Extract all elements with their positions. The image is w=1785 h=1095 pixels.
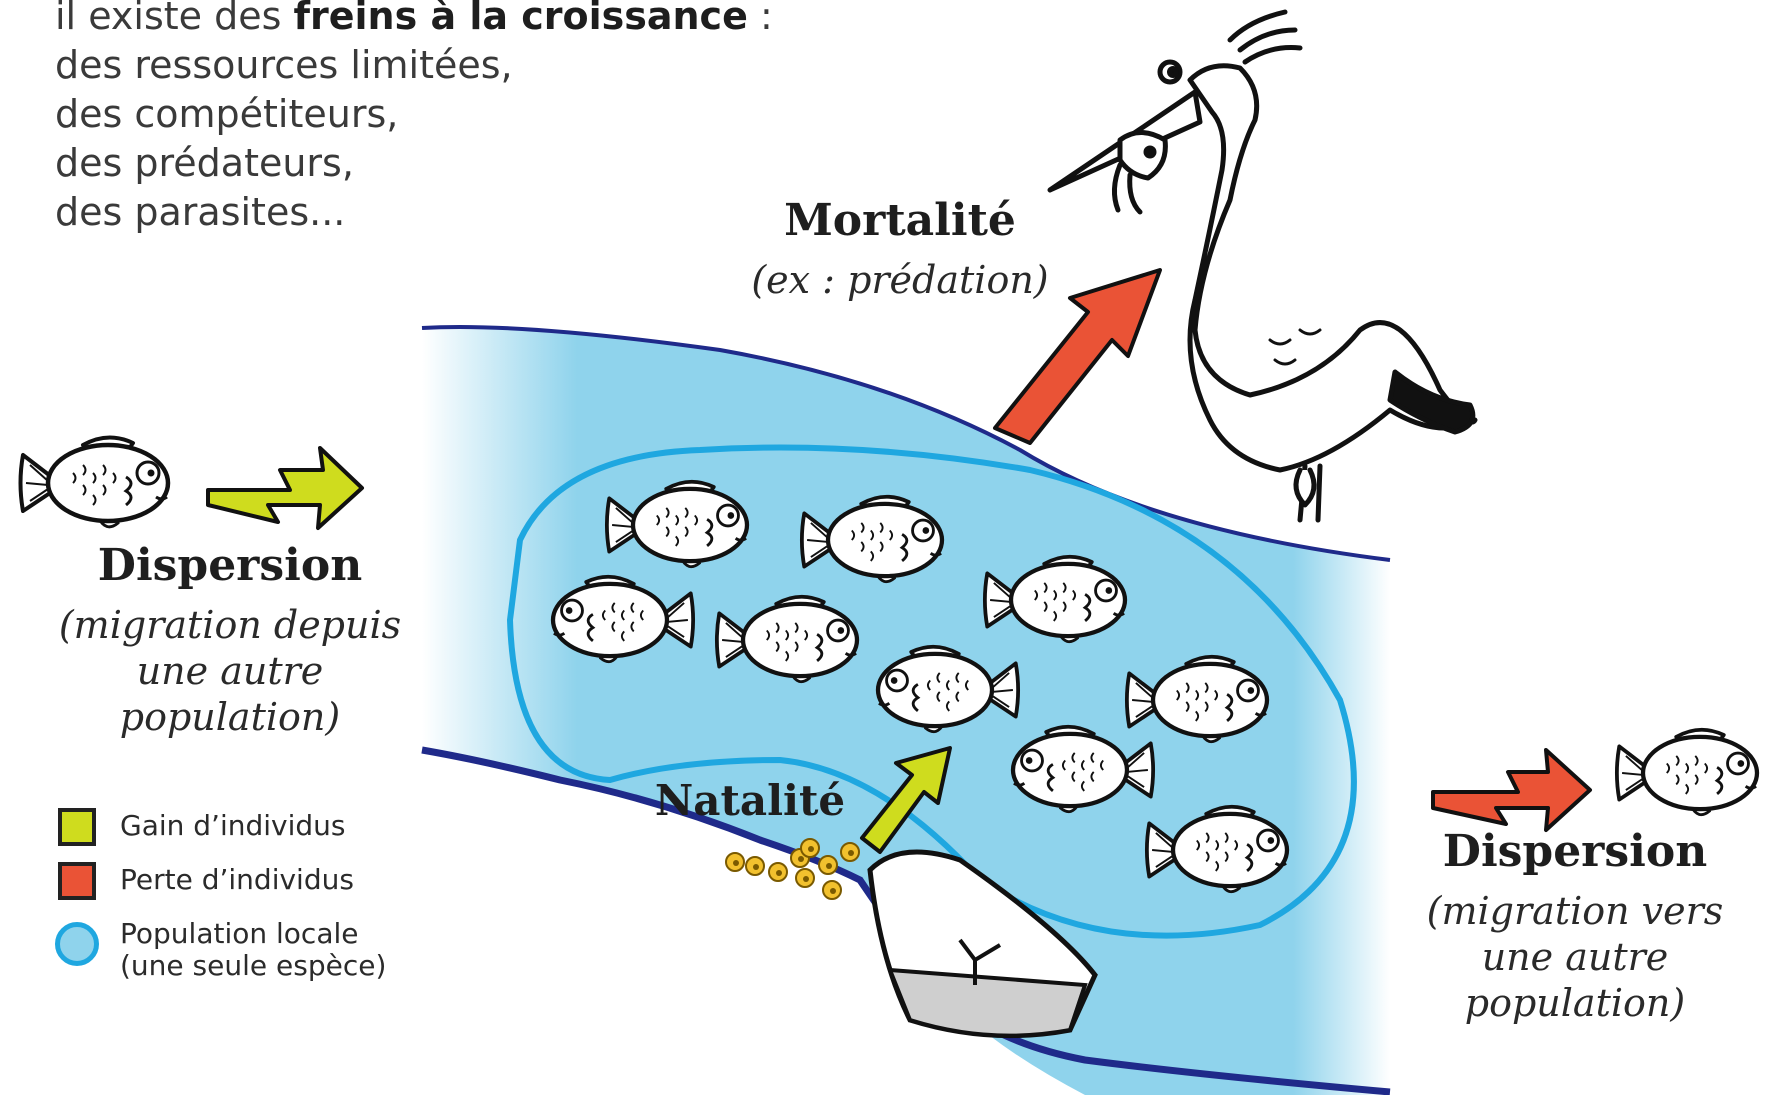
legend-perte-label: Perte d’individus — [120, 864, 354, 896]
legend-population: Population locale (une seule espèce) — [58, 916, 386, 986]
legend: Gain d’individus Perte d’individus Popul… — [58, 808, 386, 986]
legend-gain-label: Gain d’individus — [120, 810, 346, 842]
intro-text: il existe des freins à la croissance : d… — [55, 0, 773, 237]
intro-line: des parasites... — [55, 188, 773, 237]
intro-line: des ressources limitées, — [55, 41, 773, 90]
gain-swatch — [58, 808, 96, 846]
intro-line: des compétiteurs, — [55, 90, 773, 139]
mortalite-title: Mortalité — [760, 195, 1040, 246]
egg-icon — [796, 869, 814, 887]
intro-bold: freins à la croissance — [293, 0, 747, 38]
dispersion-in-subtitle: (migration depuis une autre population) — [20, 602, 440, 740]
dispersion-in-title: Dispersion — [60, 540, 400, 591]
egg-icon — [769, 863, 787, 881]
arrow-icon-dispersion-in — [208, 448, 362, 528]
arrow-icon-dispersion-out — [1433, 750, 1590, 830]
legend-gain: Gain d’individus — [58, 808, 386, 862]
fish-icon-dispersion-in — [21, 437, 169, 526]
egg-icon — [801, 839, 819, 857]
dispersion-out-line: population) — [1370, 980, 1780, 1026]
egg-icon — [823, 881, 841, 899]
egg-icon — [819, 856, 837, 874]
egg-icon — [841, 843, 859, 861]
fish-icon-dispersion-out — [1617, 730, 1757, 815]
legend-population-label: Population locale (une seule espèce) — [120, 918, 386, 982]
dispersion-in-line: population) — [20, 694, 440, 740]
dispersion-in-line: une autre — [20, 648, 440, 694]
legend-population-line2: (une seule espèce) — [120, 950, 386, 982]
dispersion-out-title: Dispersion — [1405, 826, 1745, 877]
egg-icon — [746, 857, 764, 875]
dispersion-out-line: une autre — [1370, 934, 1780, 980]
natalite-title: Natalité — [640, 776, 860, 825]
dispersion-in-line: (migration depuis — [20, 602, 440, 648]
mortalite-subtitle: (ex : prédation) — [720, 258, 1080, 302]
perte-swatch — [58, 862, 96, 900]
intro-line-1: il existe des freins à la croissance : — [55, 0, 773, 41]
heron-icon — [1050, 12, 1475, 520]
population-swatch — [55, 922, 99, 966]
legend-population-line1: Population locale — [120, 918, 386, 950]
dispersion-out-line: (migration vers — [1370, 888, 1780, 934]
egg-icon — [726, 853, 744, 871]
dispersion-out-subtitle: (migration vers une autre population) — [1370, 888, 1780, 1026]
intro-line: des prédateurs, — [55, 139, 773, 188]
legend-perte: Perte d’individus — [58, 862, 386, 916]
